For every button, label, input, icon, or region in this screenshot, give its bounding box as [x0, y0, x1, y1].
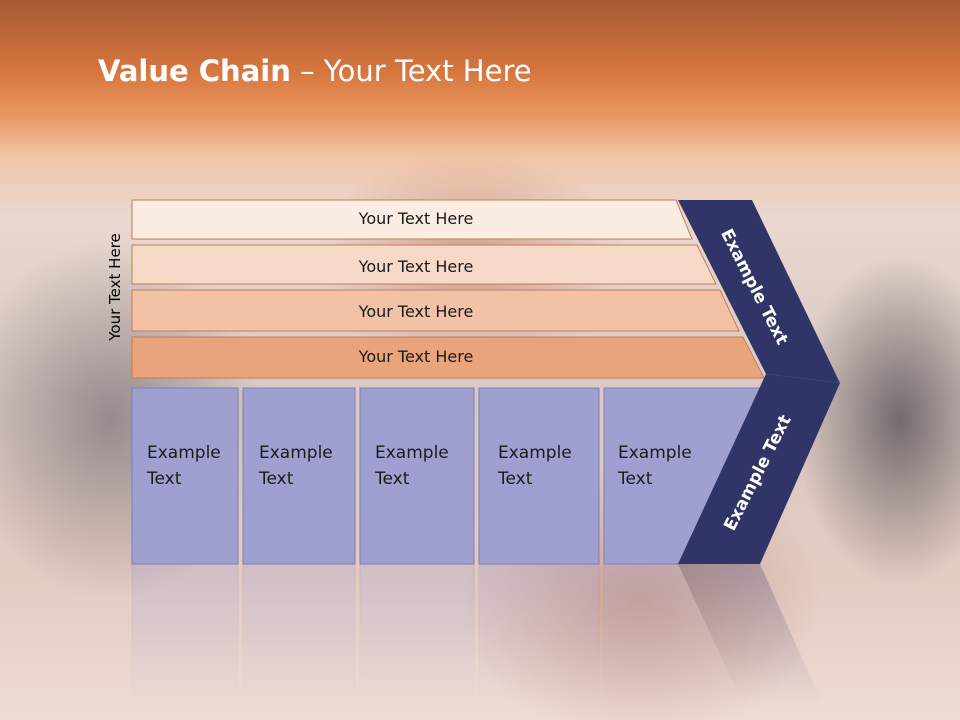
bar-1-label: Your Text Here — [358, 209, 474, 228]
activity-box-1-line1: Example — [147, 443, 221, 463]
activity-box-2 — [242, 387, 356, 565]
bar-stack: Your Text Here Your Text Here Your Text … — [131, 199, 765, 379]
bar-2-label: Your Text Here — [358, 257, 474, 276]
title-rest: – Your Text Here — [290, 54, 532, 88]
activity-box-5-line2: Text — [617, 469, 653, 489]
slide-title: Value Chain – Your Text Here — [98, 54, 532, 88]
activity-box-3 — [359, 387, 475, 565]
activity-box-1-label: Example Text — [146, 443, 226, 489]
activity-box-2-line2: Text — [258, 469, 294, 489]
bar-2 — [131, 244, 717, 285]
bar-4 — [131, 336, 765, 379]
chevron-bottom-arm — [678, 374, 840, 564]
activity-box-4-label: Example Text — [497, 443, 577, 489]
activity-box-1-line2: Text — [146, 469, 182, 489]
bar-1 — [131, 199, 693, 240]
activity-box-4-line2: Text — [497, 469, 533, 489]
activity-box-5-label: Example Text — [617, 443, 697, 489]
bar-3-label: Your Text Here — [358, 302, 474, 321]
activity-box-5-line1: Example — [618, 443, 692, 463]
chevron-top-arm — [678, 200, 840, 383]
title-bold: Value Chain — [98, 54, 291, 88]
bar-4-label: Your Text Here — [358, 347, 474, 366]
activity-boxes: Example Text Example Text Example Text E… — [131, 387, 761, 565]
activity-box-4 — [478, 387, 600, 565]
activity-box-2-label: Example Text — [258, 443, 338, 489]
activity-box-3-label: Example Text — [374, 443, 454, 489]
activity-box-3-line2: Text — [374, 469, 410, 489]
activity-box-1 — [131, 387, 239, 565]
activity-box-3-line1: Example — [375, 443, 449, 463]
activity-box-2-line1: Example — [259, 443, 333, 463]
diagram-reflection — [131, 563, 830, 720]
bar-3 — [131, 289, 740, 332]
activity-box-4-line1: Example — [498, 443, 572, 463]
